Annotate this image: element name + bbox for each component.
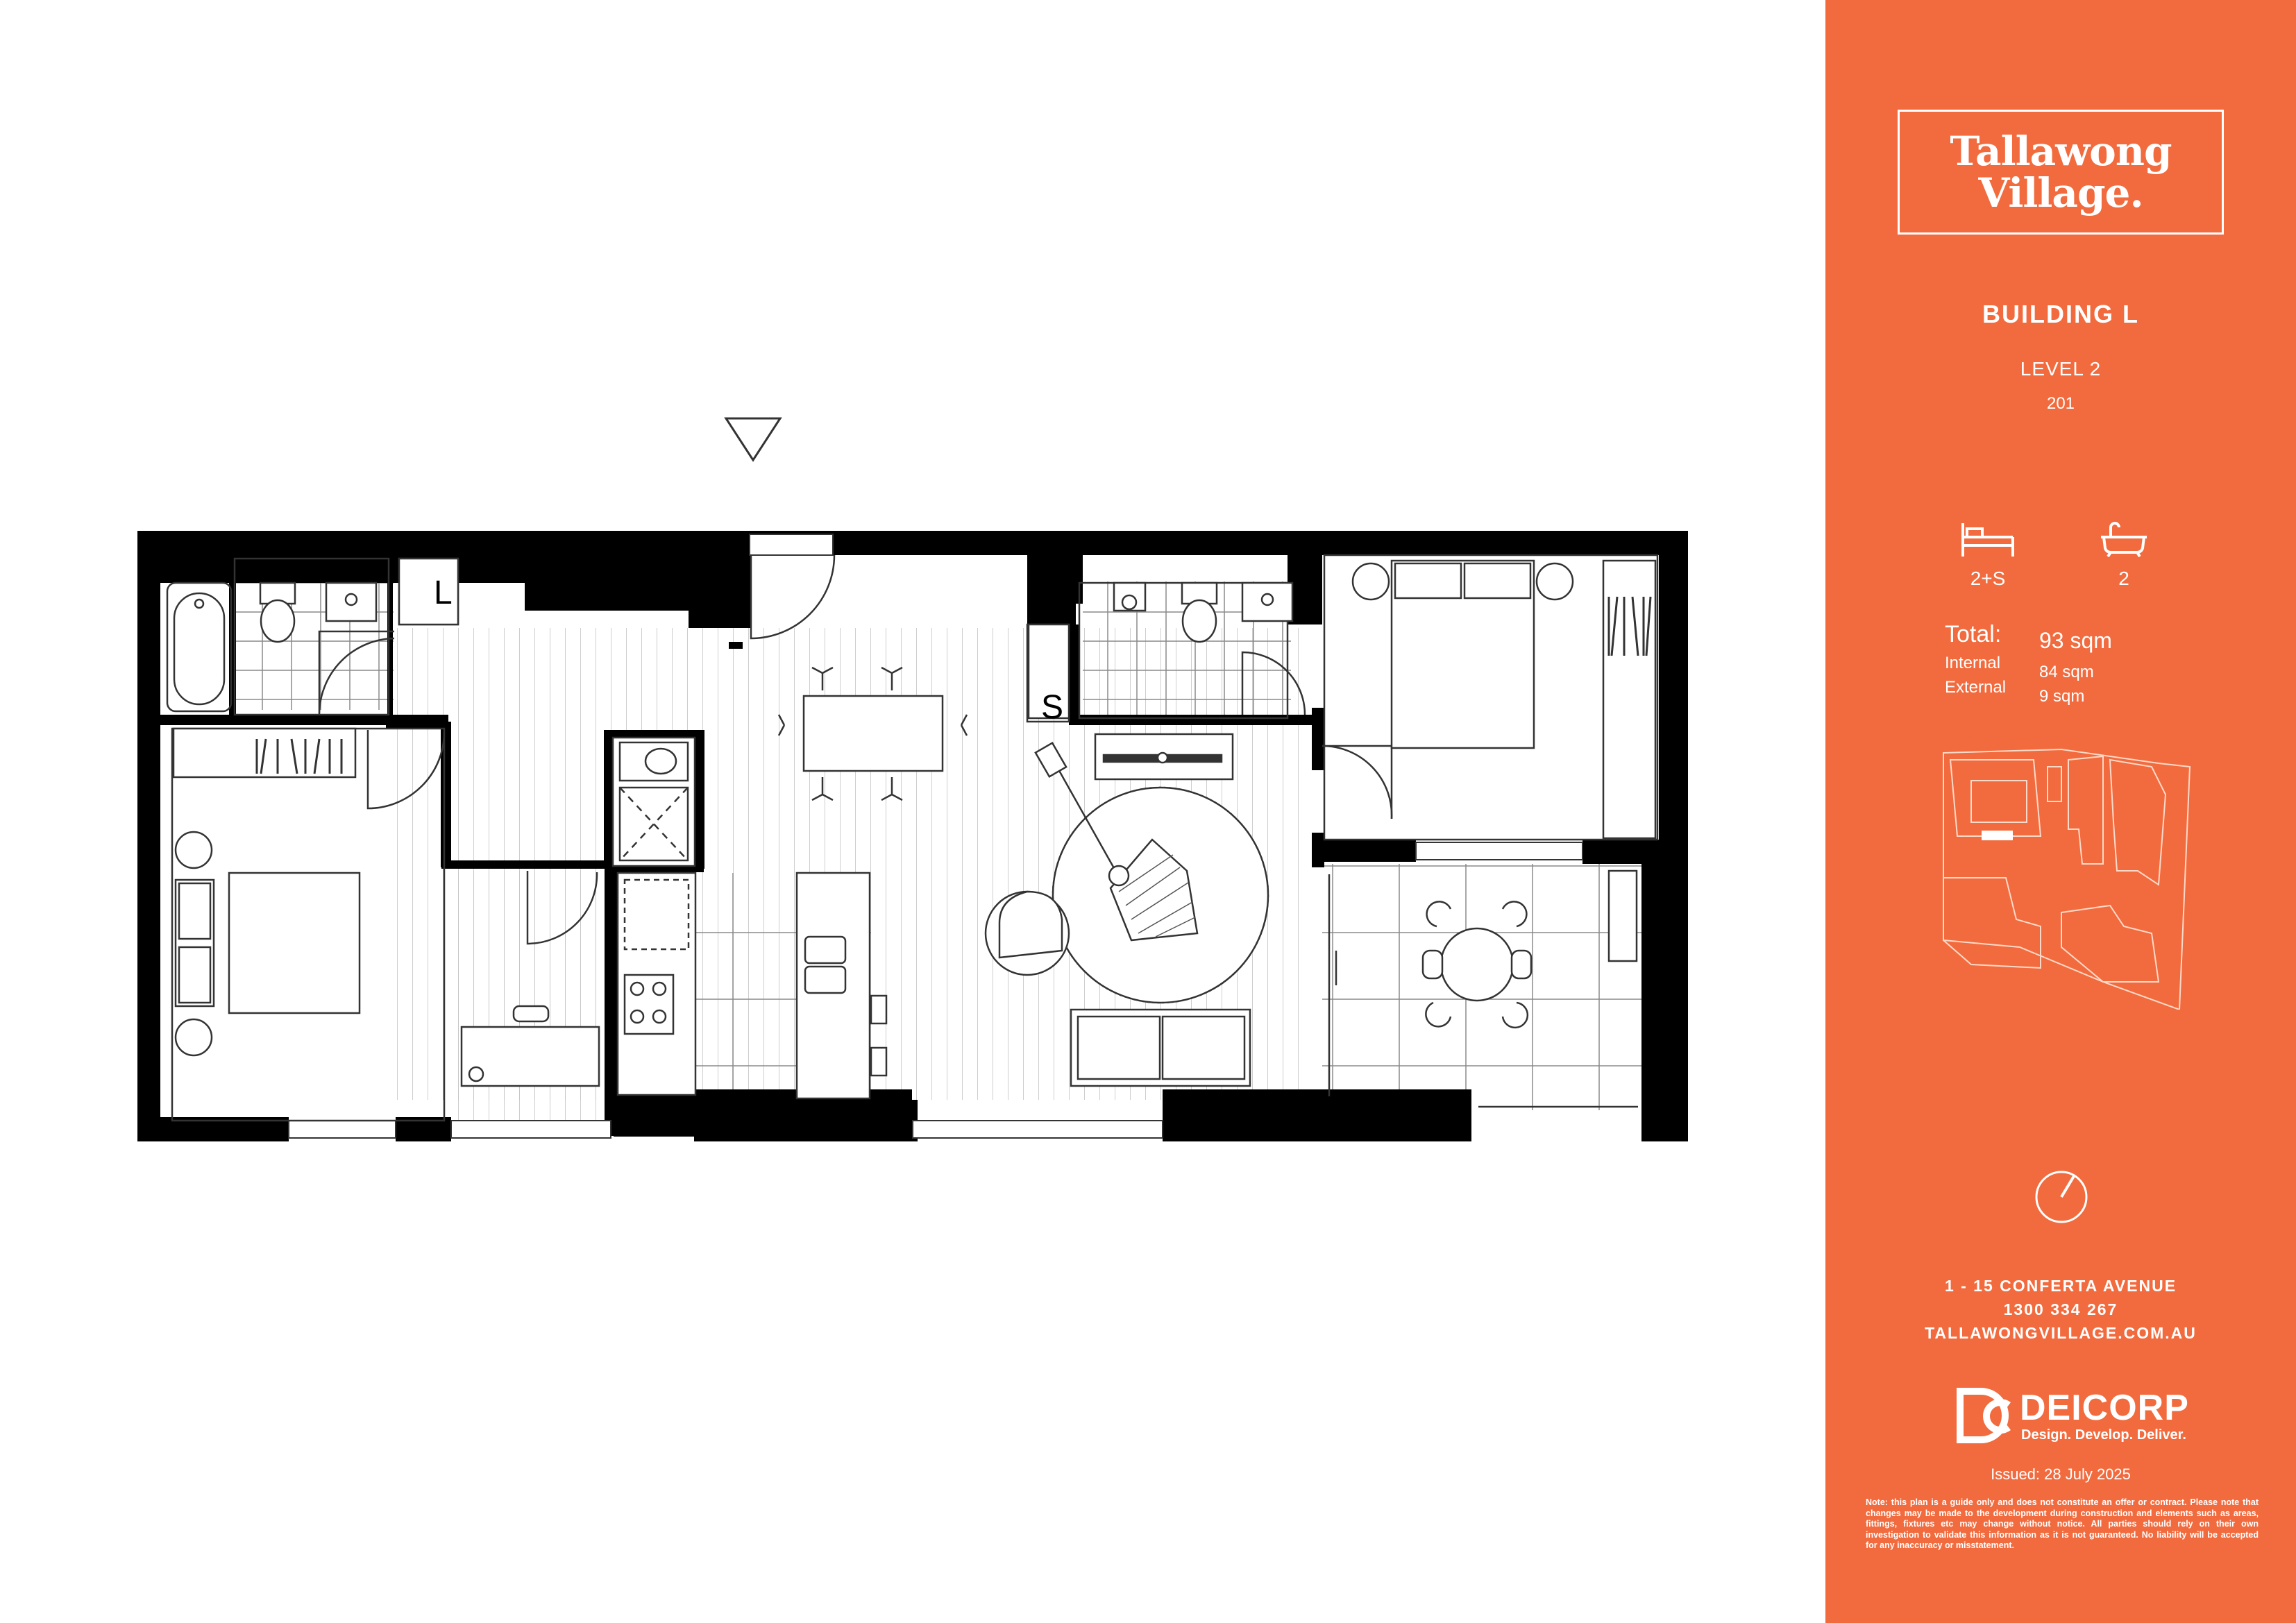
doors xyxy=(318,554,1393,945)
study-desk xyxy=(460,1005,600,1087)
website-link[interactable]: TALLAWONGVILLAGE.COM.AU xyxy=(1925,1324,2197,1342)
bedroom-value: 2+S xyxy=(1970,568,2006,589)
wardrobe-left xyxy=(255,738,343,774)
disclaimer-note: Note: this plan is a guide only and does… xyxy=(1866,1497,2259,1550)
building-name: BUILDING L xyxy=(1982,300,2139,328)
site-keyplan xyxy=(1943,748,2191,1010)
dining-table xyxy=(777,666,968,801)
developer-tagline: Design. Develop. Deliver. xyxy=(2021,1427,2186,1443)
laundry-box xyxy=(398,557,459,626)
unit-number: 201 xyxy=(2046,394,2075,413)
bedroom-2-furniture xyxy=(172,727,361,1057)
wardrobe-right xyxy=(1607,596,1652,656)
external-value: 9 sqm xyxy=(2039,687,2085,706)
total-value: 93 sqm xyxy=(2039,628,2112,653)
kitchen-joinery xyxy=(611,736,888,1100)
internal-label: Internal xyxy=(1945,654,2001,672)
bathtub-fixture xyxy=(166,581,233,713)
entry-arrow-icon xyxy=(724,417,782,462)
brand-line-2: Village. xyxy=(1978,169,2143,216)
internal-value: 84 sqm xyxy=(2039,663,2094,681)
floor-plan-area: L S xyxy=(137,417,1688,1141)
bathroom-value: 2 xyxy=(2118,568,2129,589)
storage-box xyxy=(1027,623,1070,720)
toilet-fixtures xyxy=(259,581,1294,643)
bedroom-1-furniture xyxy=(1351,559,1657,840)
external-label: External xyxy=(1945,678,2007,697)
living-furniture xyxy=(984,733,1269,1087)
compass-icon xyxy=(2035,1171,2088,1223)
brand-line-1: Tallawong xyxy=(1950,128,2172,175)
balcony-furniture xyxy=(1328,869,1638,1108)
info-sidebar: Tallawong Village. BUILDING L LEVEL 2 20… xyxy=(1825,0,2296,1623)
level-label: LEVEL 2 xyxy=(2020,358,2102,380)
bedroom-count: 2+S xyxy=(1946,522,2029,590)
issued-date: Issued: 28 July 2025 xyxy=(1991,1465,2131,1483)
floor-plan: L S xyxy=(137,417,1688,1141)
address-text: 1 - 15 CONFERTA AVENUE xyxy=(1944,1277,2177,1295)
phone-text[interactable]: 1300 334 267 xyxy=(2003,1300,2118,1318)
bathroom-count: 2 xyxy=(2082,522,2166,590)
bathtub-icon xyxy=(2101,522,2147,558)
laundry-label: L xyxy=(434,575,453,611)
brand-logo: Tallawong Village. xyxy=(1898,110,2224,235)
contact-block: 1 - 15 CONFERTA AVENUE 1300 334 267 TALL… xyxy=(1825,1274,2296,1345)
storage-label: S xyxy=(1041,689,1063,726)
windows xyxy=(288,534,1583,1139)
deicorp-monogram-icon xyxy=(1957,1388,2011,1443)
total-label: Total: xyxy=(1945,621,2002,647)
developer-name: DEICORP xyxy=(2020,1388,2189,1428)
bed-icon xyxy=(1961,523,2014,556)
deicorp-logo: DEICORP Design. Develop. Deliver. xyxy=(1953,1384,2189,1447)
walls xyxy=(137,531,1688,1141)
unit-location-marker xyxy=(1982,831,2013,840)
